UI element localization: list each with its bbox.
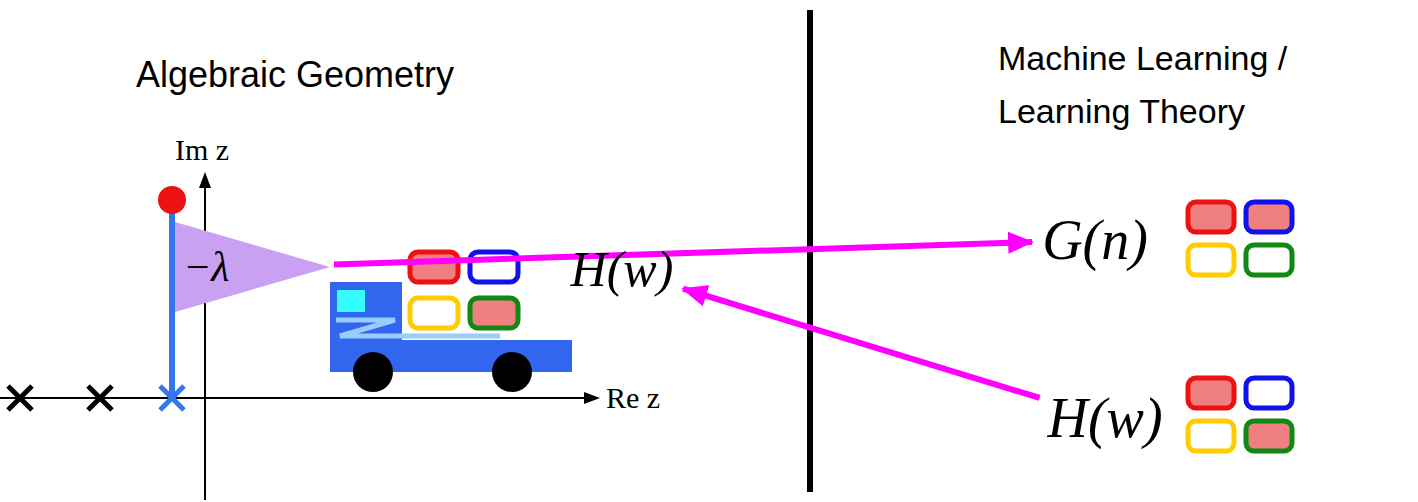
flag-pole-top bbox=[158, 186, 186, 214]
formula-node: H(w) bbox=[1043, 384, 1166, 452]
formula-text: −λ bbox=[183, 243, 230, 291]
section-title: Machine Learning / Learning Theory bbox=[998, 32, 1398, 137]
formula-text: G(n) bbox=[1042, 208, 1148, 272]
formula-node: G(n) bbox=[1038, 206, 1152, 274]
cargo-icon bbox=[1188, 378, 1292, 451]
axis-label: Re z bbox=[606, 380, 660, 416]
formula-node: H(w) bbox=[567, 239, 678, 301]
truck-illustration bbox=[330, 252, 572, 392]
flag-node: −λ bbox=[175, 222, 330, 312]
real-axis bbox=[0, 397, 588, 399]
pole-marks bbox=[8, 386, 112, 410]
cargo-icon bbox=[1188, 202, 1292, 275]
mapping-arrow bbox=[683, 289, 1040, 398]
formula-text: H(w) bbox=[1047, 386, 1162, 450]
mapping-arrow bbox=[334, 242, 1032, 264]
formula-text: H(w) bbox=[571, 241, 674, 299]
section-title: Algebraic Geometry bbox=[136, 53, 454, 96]
axis-arrowhead bbox=[584, 392, 600, 404]
flag-pole bbox=[169, 205, 175, 398]
axis-arrowhead bbox=[199, 172, 211, 188]
axis-label: Im z bbox=[175, 132, 229, 168]
